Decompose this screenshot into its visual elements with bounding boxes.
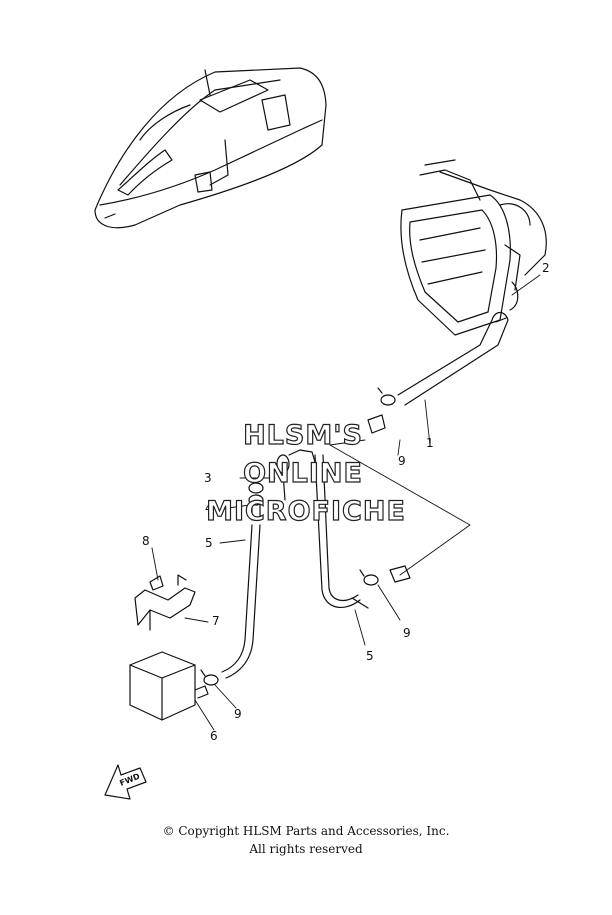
watermark-line-3: MICROFICHE [205,495,406,527]
callout-8: 8 [142,534,150,548]
hose-5-right [314,454,369,609]
callout-5-left: 5 [205,536,213,550]
callout-4: 4 [205,501,213,515]
elbow-fitting [276,449,316,501]
hose-5-left [221,524,261,679]
copyright-line-2: All rights reserved [249,842,363,856]
leader-lines [151,274,541,731]
hose-joint [367,414,411,583]
callout-3: 3 [204,471,212,485]
hose-1 [397,311,509,406]
watermark-line-1: HLSM'S [242,419,363,451]
hose-clamp-lower [200,669,219,686]
watermark-line-2: ONLINE [242,457,363,489]
callout-2: 2 [542,261,550,275]
callout-7: 7 [212,614,220,628]
callout-5-right: 5 [366,649,374,663]
callout-1: 1 [426,436,434,450]
hose-clamp-mid [359,569,379,586]
watercraft-illustration [94,67,327,229]
jet-pump-housing [400,159,547,336]
callout-9-mid: 9 [403,626,411,640]
bolt-8 [149,575,164,591]
hose-clamp-upper [377,387,396,406]
nipple-fitting [248,482,264,521]
copyright-line-1: © Copyright HLSM Parts and Accessories, … [162,824,450,838]
bracket-7 [134,574,196,631]
water-box-6 [129,651,209,721]
callout-9-lower: 9 [234,707,242,721]
callout-6: 6 [210,729,218,743]
callout-9-upper: 9 [398,454,406,468]
fwd-arrow-icon: FWD [104,764,147,800]
